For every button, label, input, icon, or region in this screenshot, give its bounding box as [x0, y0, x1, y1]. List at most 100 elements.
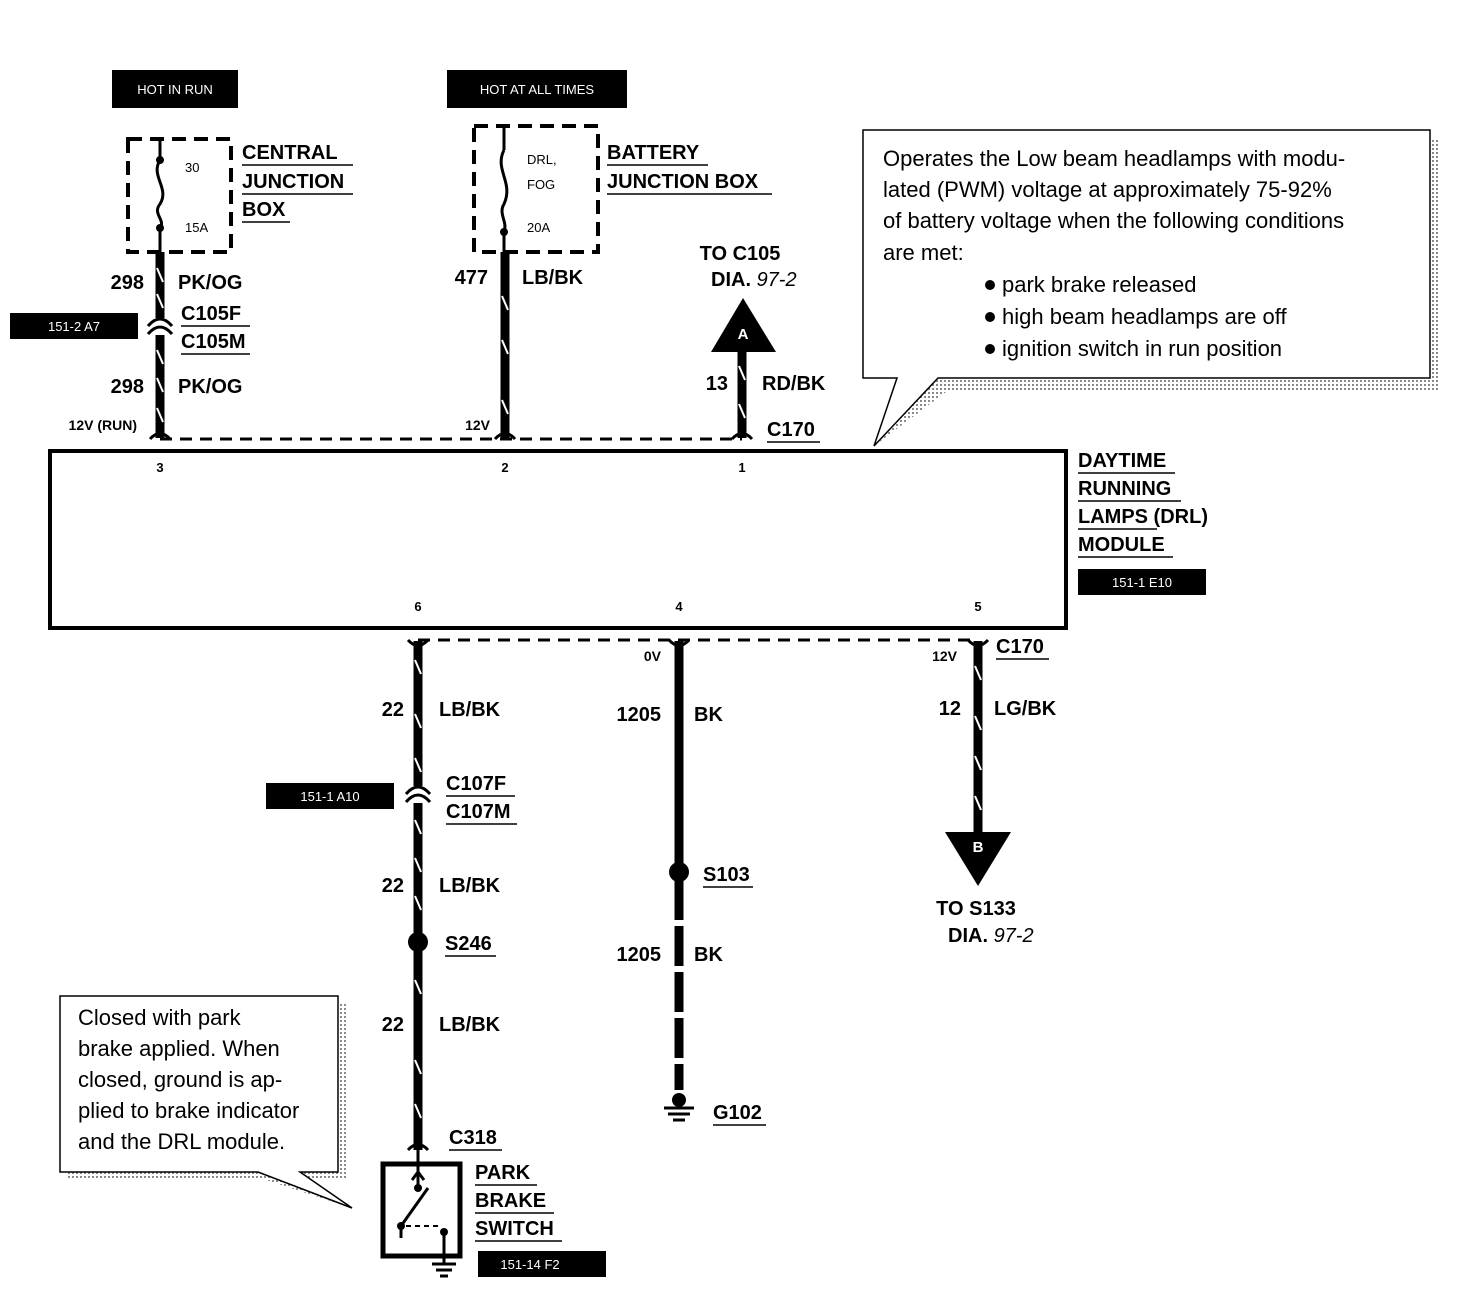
svg-text:C170: C170	[996, 636, 1044, 658]
svg-text:PK/OG: PK/OG	[178, 376, 242, 398]
connector-c170-bottom: C170	[996, 636, 1049, 660]
svg-text:477: 477	[455, 267, 488, 289]
park-brake-switch: PARK BRAKE SWITCH 151-14 F2	[380, 1150, 606, 1278]
svg-text:BK: BK	[694, 704, 723, 726]
arrow-b: B TO S133 DIA. 97-2	[936, 832, 1034, 947]
svg-text:298: 298	[111, 272, 144, 294]
svg-text:high beam headlamps are off: high beam headlamps are off	[1002, 304, 1287, 329]
voltage-pin2: 12V	[465, 417, 491, 433]
hot-in-run-label: HOT IN RUN	[112, 70, 238, 108]
ground-g102: G102	[664, 1093, 766, 1126]
svg-text:13: 13	[706, 373, 728, 395]
svg-text:5: 5	[974, 599, 981, 614]
svg-text:C107F: C107F	[446, 773, 506, 795]
svg-text:30: 30	[185, 160, 199, 175]
svg-text:are met:: are met:	[883, 240, 964, 265]
svg-text:park brake released: park brake released	[1002, 272, 1196, 297]
svg-text:3: 3	[156, 460, 163, 475]
svg-text:of battery voltage when the fo: of battery voltage when the following co…	[883, 208, 1344, 233]
voltage-pin3: 12V (RUN)	[69, 417, 137, 433]
svg-text:SWITCH: SWITCH	[475, 1218, 554, 1240]
svg-text:lated (PWM) voltage at approxi: lated (PWM) voltage at approximately 75-…	[883, 177, 1332, 202]
svg-text:BRAKE: BRAKE	[475, 1190, 546, 1212]
svg-text:LAMPS (DRL): LAMPS (DRL)	[1078, 506, 1208, 528]
svg-text:20A: 20A	[527, 220, 550, 235]
svg-text:C105M: C105M	[181, 331, 245, 353]
drl-module-title: DAYTIME RUNNING LAMPS (DRL) MODULE 151-1…	[1078, 450, 1208, 595]
battery-junction-box: DRL, FOG 20A BATTERY JUNCTION BOX	[472, 124, 772, 254]
svg-text:22: 22	[382, 875, 404, 897]
svg-text:2: 2	[501, 460, 508, 475]
svg-text:and the DRL module.: and the DRL module.	[78, 1129, 285, 1154]
svg-text:22: 22	[382, 699, 404, 721]
ground-icon	[432, 1262, 456, 1278]
ground-icon	[664, 1106, 694, 1122]
connector-c107: C107F C107M 151-1 A10	[266, 773, 517, 825]
wire-22: 22 LB/BK 22 LB/BK 22 LB/BK	[382, 641, 501, 1150]
svg-text:FOG: FOG	[527, 177, 555, 192]
splice-s103: S103	[669, 862, 753, 888]
svg-text:6: 6	[414, 599, 421, 614]
svg-text:151-14 F2: 151-14 F2	[500, 1257, 559, 1272]
svg-text:TO S133: TO S133	[936, 898, 1016, 920]
svg-text:RD/BK: RD/BK	[762, 373, 826, 395]
svg-text:HOT AT ALL TIMES: HOT AT ALL TIMES	[480, 82, 594, 97]
wire-12: 12 LG/BK	[939, 641, 1057, 832]
svg-text:1205: 1205	[617, 704, 662, 726]
svg-text:22: 22	[382, 1014, 404, 1036]
svg-text:LB/BK: LB/BK	[439, 699, 501, 721]
svg-text:151-1 E10: 151-1 E10	[1112, 575, 1172, 590]
park-brake-note: Closed with park brake applied. When clo…	[59, 995, 353, 1209]
svg-text:TO C105: TO C105	[700, 243, 781, 265]
svg-text:LB/BK: LB/BK	[439, 875, 501, 897]
svg-text:JUNCTION: JUNCTION	[242, 171, 344, 193]
fuse-icon	[155, 159, 165, 229]
svg-text:Closed with park: Closed with park	[78, 1005, 242, 1030]
connector-c105: C105F C105M 151-2 A7	[10, 303, 250, 355]
voltage-pin5: 12V	[932, 648, 958, 664]
svg-text:151-2 A7: 151-2 A7	[48, 319, 100, 334]
wire-477: 477 LB/BK	[455, 252, 584, 438]
svg-text:HOT IN RUN: HOT IN RUN	[137, 82, 213, 97]
svg-text:1: 1	[738, 460, 745, 475]
svg-text:15A: 15A	[185, 220, 208, 235]
svg-text:ignition switch in run positio: ignition switch in run position	[1002, 336, 1282, 361]
svg-text:G102: G102	[713, 1102, 762, 1124]
svg-text:151-1 A10: 151-1 A10	[300, 789, 359, 804]
svg-text:DRL,: DRL,	[527, 152, 557, 167]
svg-text:MODULE: MODULE	[1078, 534, 1165, 556]
svg-text:PARK: PARK	[475, 1162, 531, 1184]
svg-text:4: 4	[675, 599, 683, 614]
svg-text:PK/OG: PK/OG	[178, 272, 242, 294]
svg-text:brake applied. When: brake applied. When	[78, 1036, 280, 1061]
svg-text:DIA. 97-2: DIA. 97-2	[711, 269, 797, 291]
svg-text:A: A	[738, 326, 749, 343]
arrow-a: A TO C105 DIA. 97-2	[700, 243, 797, 352]
svg-text:C170: C170	[767, 419, 815, 441]
svg-text:JUNCTION BOX: JUNCTION BOX	[607, 171, 759, 193]
fuse-icon	[499, 149, 509, 233]
svg-text:B: B	[973, 839, 984, 856]
svg-text:LB/BK: LB/BK	[522, 267, 584, 289]
svg-text:298: 298	[111, 376, 144, 398]
hot-at-all-times-label: HOT AT ALL TIMES	[447, 70, 627, 108]
svg-text:S246: S246	[445, 933, 492, 955]
wire-13: 13 RD/BK	[706, 352, 826, 438]
svg-text:CENTRAL: CENTRAL	[242, 142, 338, 164]
svg-text:closed, ground is ap-: closed, ground is ap-	[78, 1067, 282, 1092]
svg-text:Operates the Low beam headlamp: Operates the Low beam headlamps with mod…	[883, 146, 1345, 171]
central-junction-box: 30 15A CENTRAL JUNCTION BOX	[126, 137, 353, 254]
voltage-pin4: 0V	[644, 648, 662, 664]
svg-text:C105F: C105F	[181, 303, 241, 325]
svg-text:DIA. 97-2: DIA. 97-2	[948, 925, 1034, 947]
svg-text:BATTERY: BATTERY	[607, 142, 700, 164]
svg-text:RUNNING: RUNNING	[1078, 478, 1171, 500]
switch-icon	[397, 1150, 448, 1264]
drl-module: 3 2 1 6 4 5	[48, 449, 1068, 630]
svg-text:C318: C318	[449, 1127, 497, 1149]
connector-c318: C318	[449, 1127, 502, 1151]
svg-text:C107M: C107M	[446, 801, 510, 823]
svg-text:12: 12	[939, 698, 961, 720]
svg-text:DAYTIME: DAYTIME	[1078, 450, 1166, 472]
